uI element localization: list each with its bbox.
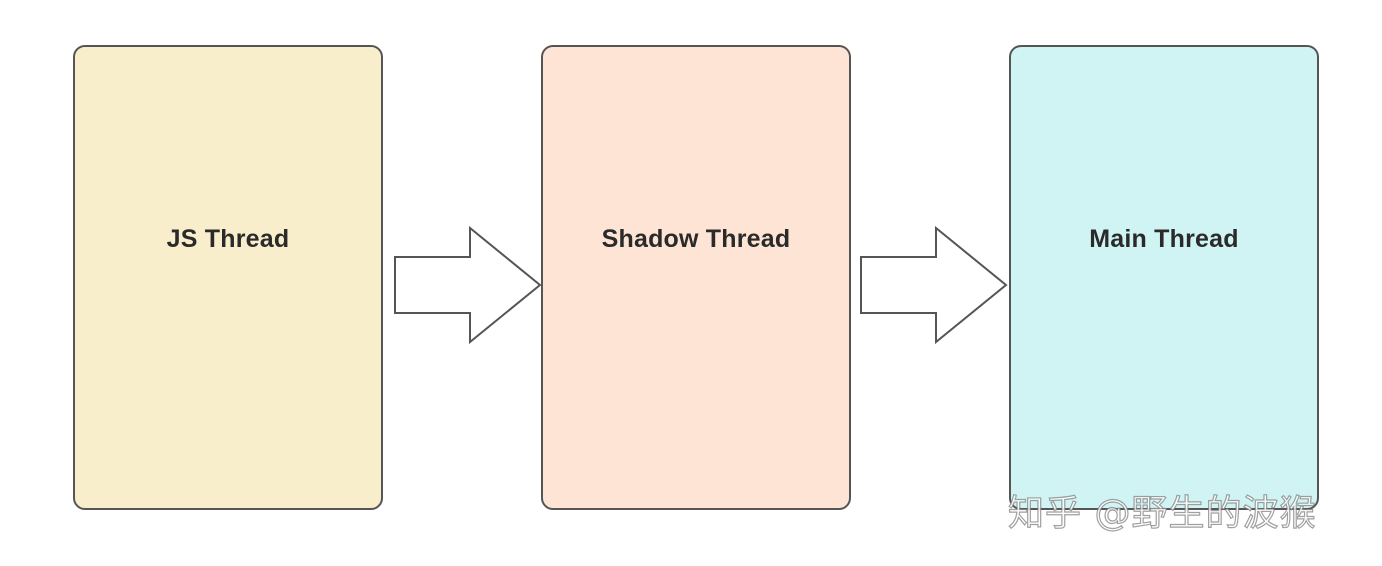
shadow-thread-box: Shadow Thread: [541, 45, 851, 510]
arrow-js-to-shadow: [394, 226, 542, 344]
js-thread-box: JS Thread: [73, 45, 383, 510]
shadow-thread-label: Shadow Thread: [601, 225, 791, 253]
main-thread-box: Main Thread: [1009, 45, 1319, 510]
watermark-text: 知乎 @野生的波猴: [1007, 492, 1317, 534]
js-thread-label: JS Thread: [166, 225, 290, 253]
arrow-shadow-to-main: [860, 226, 1008, 344]
main-thread-label: Main Thread: [1089, 225, 1239, 253]
